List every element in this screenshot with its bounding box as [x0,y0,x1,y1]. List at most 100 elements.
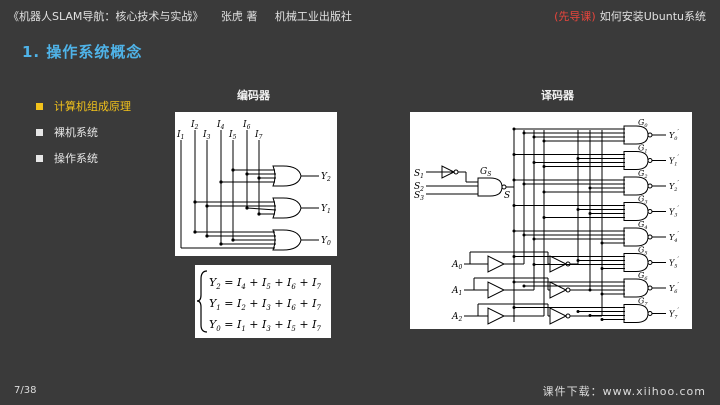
decoder-gate-label: G6 [638,271,648,282]
header-book-info: 《机器人SLAM导航：核心技术与实战》 张虎 著 机械工业出版社 [8,8,366,24]
decoder-output-label: Y1′ [669,155,679,168]
decoder-gate-label: G4 [638,220,648,231]
svg-text:Y2 = I4 + I5 + I6 + I7: Y2 = I4 + I5 + I6 + I7 [209,276,321,291]
decoder-junction-dot [576,310,580,313]
bullet-label: 裸机系统 [54,126,98,139]
svg-text:Y0: Y0 [321,236,331,247]
decoder-junction-dot [522,233,526,237]
decoder-gate-label: G3 [638,195,648,206]
decoder-junction-dot [522,284,526,288]
decoder-junction-dot [512,306,516,309]
svg-text:I2: I2 [190,120,199,131]
decoder-junction-dot [588,186,592,190]
bullet-item[interactable]: 裸机系统 [36,126,131,152]
decoder-junction-dot [542,139,546,143]
decoder-junction-dot [512,204,516,207]
svg-text:A0: A0 [451,260,463,271]
decoder-output-label: Y3′ [669,206,679,219]
decoder-output-label: Y2′ [669,180,679,193]
decoder-junction-dot [600,267,604,270]
decoder-junction-dot [512,280,516,284]
svg-text:Y1: Y1 [321,204,331,215]
decoder-junction-dot [532,263,536,266]
svg-text:Y0 = I1 + I3 + I5 + I7: Y0 = I1 + I3 + I5 + I7 [209,318,321,333]
decoder-output-label: Y6′ [669,282,679,295]
bullet-item[interactable]: 计算机组成原理 [36,100,131,126]
bullet-label: 操作系统 [54,152,98,165]
decoder-gate-label: G0 [638,118,648,129]
svg-text:I5: I5 [228,130,237,141]
decoder-junction-dot [588,288,592,292]
decoder-gate-label: G5 [638,246,648,257]
decoder-junction-dot [512,178,516,182]
author: 张虎 著 [220,10,258,23]
decoder-junction-dot [600,318,604,321]
decoder-output-label: Y7′ [669,308,679,321]
decoder-output-label: Y4′ [669,231,679,244]
encoder-equations-svg: Y2 = I4 + I5 + I6 + I7 Y1 = I2 + I3 + I6… [196,270,321,333]
bullet-square-icon [36,103,43,110]
encoder-circuit-svg: I1 I2 I3 I4 I5 I6 I7 Y2 Y1 Y0 [176,120,331,251]
decoder-gate-bubble [647,260,653,265]
decoder-junction-dot [522,182,526,186]
decoder-junction-dot [588,314,592,317]
download-link[interactable]: 课件下载：www.xiihoo.com [542,385,706,398]
decoder-junction-dot [532,237,536,241]
svg-text:A1: A1 [451,286,462,297]
decoder-title: 译码器 [541,89,574,102]
bullet-item[interactable]: 操作系统 [36,152,131,178]
decoder-junction-dot [542,165,546,168]
page-number: 7/38 [14,385,37,396]
encoder-equations: Y2 = I4 + I5 + I6 + I7 Y1 = I2 + I3 + I6… [195,265,331,338]
decoder-junction-dot [512,127,516,131]
decoder-gate-bubble [647,158,653,163]
decoder-junction-dot [576,259,580,262]
decoder-gate-bubble [647,183,653,189]
decoder-junction-dot [512,255,516,258]
bullet-list: 计算机组成原理 裸机系统 操作系统 [36,100,131,178]
decoder-gate-bubble [647,132,653,138]
svg-text:S3: S3 [414,191,424,202]
svg-text:A2: A2 [451,312,463,323]
decoder-junction-dot [512,229,516,233]
encoder-title: 编码器 [237,89,270,102]
decoder-junction-dot [600,292,604,296]
decoder-junction-dot [542,190,546,194]
decoder-junction-dot [532,135,536,139]
decoder-junction-dot [600,241,604,245]
decoder-gate-bubble [647,311,653,316]
decoder-junction-dot [576,157,580,160]
svg-text:Y2: Y2 [321,172,331,183]
header-lesson: (先导课)如何安装Ubuntu系统 [554,8,706,24]
decoder-junction-dot [532,161,536,164]
decoder-junction-dot [576,208,580,211]
decoder-junction-dot [522,131,526,135]
svg-text:I4: I4 [216,120,225,131]
lesson-tag: (先导课) [554,10,596,23]
section-title: 1. 操作系统概念 [22,43,143,61]
decoder-junction-dot [588,212,592,215]
bullet-label: 计算机组成原理 [54,100,131,113]
decoder-output-label: Y0′ [669,129,679,142]
decoder-circuit-svg: S1 S2 S3 GS S A0 A1 A2 G0Y0′G1Y1′G2Y2′G3… [414,118,679,325]
decoder-output-label: Y5′ [669,257,679,270]
decoder-gate-label: G2 [638,169,648,180]
svg-text:I1: I1 [176,130,184,141]
decoder-gate-label: G1 [638,144,648,155]
encoder-circuit-diagram: I1 I2 I3 I4 I5 I6 I7 Y2 Y1 Y0 [175,112,337,256]
svg-text:I7: I7 [254,130,263,141]
svg-text:I6: I6 [242,120,251,131]
decoder-gate-bubble [647,285,653,291]
decoder-gate-bubble [647,209,653,214]
svg-text:S: S [504,191,510,201]
bullet-square-icon [36,155,43,162]
decoder-junction-dot [512,153,516,156]
book-title: 《机器人SLAM导航：核心技术与实战》 [8,10,204,23]
bullet-square-icon [36,129,43,136]
decoder-gate-bubble [647,234,653,240]
svg-text:GS: GS [480,167,491,178]
svg-text:S1: S1 [414,169,424,180]
decoder-gate-label: G7 [638,297,648,308]
